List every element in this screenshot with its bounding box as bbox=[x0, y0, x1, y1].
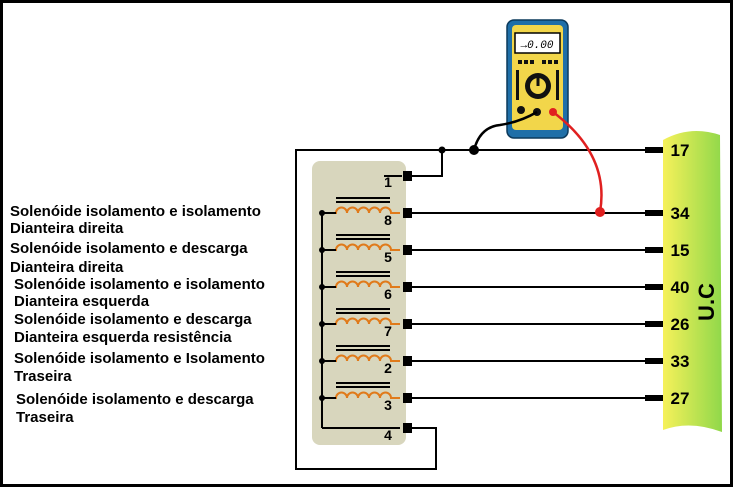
uc-pin: 40 bbox=[645, 278, 689, 297]
solenoid-coil bbox=[322, 197, 400, 214]
uc-pin-number: 15 bbox=[671, 241, 690, 260]
red-probe-lead bbox=[552, 111, 603, 213]
black-probe-lead bbox=[472, 110, 538, 151]
uc-pin-number: 17 bbox=[671, 141, 690, 160]
solenoid-label-line1: Solenóide isolamento e descarga bbox=[10, 240, 248, 257]
connector-pin: 7 bbox=[384, 319, 412, 339]
uc-pin: 15 bbox=[645, 241, 689, 260]
solenoid-labels: Solenóide isolamento e isolamentoDiantei… bbox=[10, 203, 265, 426]
connector-pin-number: 5 bbox=[384, 249, 392, 265]
solenoid-coil bbox=[322, 382, 400, 399]
connector-pin: 5 bbox=[384, 245, 412, 265]
connector-pin-number: 8 bbox=[384, 212, 392, 228]
uc-pin: 26 bbox=[645, 315, 689, 334]
connector-pin-number: 6 bbox=[384, 286, 392, 302]
solenoid-label: Solenóide isolamento e isolamentoDiantei… bbox=[10, 203, 261, 237]
uc-pin-number: 33 bbox=[671, 352, 690, 371]
multimeter-display bbox=[514, 32, 561, 54]
solenoid-label: Solenóide isolamento e IsolamentoTraseir… bbox=[14, 350, 265, 385]
connector-pins: 1 8 5 6 7 2 3 4 bbox=[384, 171, 412, 443]
uc-title: U.C bbox=[694, 283, 719, 321]
solenoid-label-line2: Dianteira esquerda resistência bbox=[14, 329, 232, 346]
connector-pin: 2 bbox=[384, 356, 412, 376]
connector-pin-number: 2 bbox=[384, 360, 392, 376]
uc-pin-number: 26 bbox=[671, 315, 690, 334]
solenoid-label-line2: Dianteira esquerda bbox=[14, 293, 150, 310]
multimeter-reading: →0.00 bbox=[520, 40, 553, 52]
wires bbox=[295, 149, 663, 470]
coil-group bbox=[322, 197, 400, 399]
connector-pin-number: 3 bbox=[384, 397, 392, 413]
solenoid-label-line2: Traseira bbox=[16, 409, 74, 426]
solenoid-coil bbox=[322, 234, 400, 251]
solenoid-label-line2: Dianteira direita bbox=[10, 220, 124, 237]
uc-pin-number: 27 bbox=[671, 389, 690, 408]
connector-pin: 1 bbox=[384, 171, 412, 190]
red-probe-tip bbox=[595, 207, 605, 217]
solenoid-label-line1: Solenóide isolamento e isolamento bbox=[14, 276, 265, 293]
connector-pin-number: 7 bbox=[384, 323, 392, 339]
connector-pin-number: 1 bbox=[384, 174, 392, 190]
uc-pin: 27 bbox=[645, 389, 689, 408]
solenoid-coil bbox=[322, 345, 400, 362]
solenoid-label: Solenóide isolamento e descargaDianteira… bbox=[14, 311, 252, 346]
solenoid-coil bbox=[322, 271, 400, 288]
solenoid-label-line1: Solenóide isolamento e Isolamento bbox=[14, 350, 265, 367]
connector-pin: 3 bbox=[384, 393, 412, 413]
uc-pins: 17 34 15 40 26 33 27 bbox=[645, 141, 690, 408]
solenoid-label: Solenóide isolamento e descargaDianteira… bbox=[10, 240, 248, 276]
multimeter[interactable]: →0.00 bbox=[506, 19, 569, 139]
solenoid-label-line2: Traseira bbox=[14, 368, 72, 385]
solenoid-label-line2: Dianteira direita bbox=[10, 259, 124, 276]
solenoid-label-line1: Solenóide isolamento e isolamento bbox=[10, 203, 261, 220]
solenoid-label-line1: Solenóide isolamento e descarga bbox=[16, 391, 254, 408]
connector-pin-number: 4 bbox=[384, 427, 392, 443]
connector-pin: 4 bbox=[384, 423, 412, 443]
uc-unit: U.C bbox=[663, 131, 722, 432]
uc-pin: 17 bbox=[645, 141, 689, 160]
uc-pin-number: 40 bbox=[671, 278, 690, 297]
connector-pin: 6 bbox=[384, 282, 412, 302]
solenoid-label-line1: Solenóide isolamento e descarga bbox=[14, 311, 252, 328]
connector-pin: 8 bbox=[384, 208, 412, 228]
uc-pin-number: 34 bbox=[671, 204, 690, 223]
connector-block bbox=[312, 161, 406, 445]
uc-pin: 34 bbox=[645, 204, 690, 223]
solenoid-coil bbox=[322, 308, 400, 325]
uc-pin: 33 bbox=[645, 352, 689, 371]
solenoid-label: Solenóide isolamento e isolamentoDiantei… bbox=[14, 276, 265, 310]
